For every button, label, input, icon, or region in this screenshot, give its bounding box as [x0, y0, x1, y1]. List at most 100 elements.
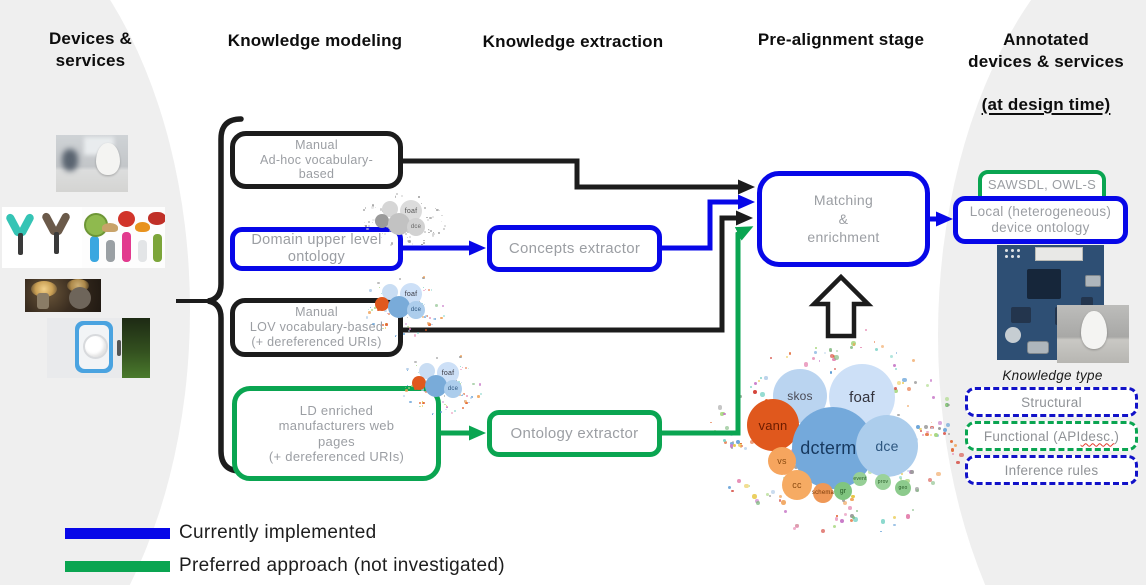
board-connector: [1035, 247, 1083, 261]
cloud-dot: [732, 443, 736, 447]
cloud-dot: [440, 316, 443, 320]
cloud-dot: [418, 372, 419, 374]
cloud-dot: [372, 222, 374, 224]
cloud-dot: [786, 356, 789, 359]
cloud-dot: [408, 327, 410, 329]
cloud-dot: [778, 494, 783, 499]
cloud-dot: [442, 228, 445, 231]
cloud-dot: [835, 350, 839, 353]
cloud-dot: [373, 306, 376, 309]
cloud-dot: [931, 396, 935, 400]
cloud-dot: [900, 472, 903, 475]
cloud-dot: [953, 443, 957, 447]
cloud-dot: [849, 513, 855, 519]
cloud-dot: [421, 243, 423, 246]
lamp-base: [69, 287, 91, 309]
cloud-dot: [832, 355, 835, 358]
cloud-dot: [730, 442, 734, 446]
cloud-dot: [894, 367, 898, 371]
cloud-dot: [920, 429, 923, 433]
cloud-dot: [893, 388, 898, 394]
cloud-dot: [462, 393, 464, 396]
cloud-dot: [381, 327, 383, 330]
cloud-dot: [419, 401, 422, 404]
cloud-dot: [737, 478, 741, 483]
cloud-dot: [930, 433, 933, 436]
cloud-dot: [416, 331, 419, 335]
cloud-dot: [445, 408, 448, 411]
cloud-dot: [382, 323, 385, 326]
cloud-dot: [930, 421, 933, 424]
legend-label-implemented: Currently implemented: [179, 522, 377, 543]
cloud-dot: [418, 405, 420, 408]
cloud-dot: [788, 352, 791, 355]
header-annotated-line2: (at design time): [981, 95, 1111, 114]
cloud-dot: [443, 225, 447, 228]
cloud-dot: [725, 426, 730, 431]
cloud-bubble-dce: dce: [407, 218, 425, 236]
cloud-dot: [445, 405, 447, 407]
cloud-dot: [382, 233, 384, 235]
cloud-dot: [380, 236, 383, 238]
cloud-dot: [760, 392, 765, 397]
cloud-dot: [944, 403, 947, 406]
cloud-dot: [718, 405, 723, 410]
cloud-dot: [438, 209, 441, 211]
board-pin: [1017, 249, 1020, 252]
cloud-dot: [424, 230, 426, 233]
cloud-dot: [381, 293, 382, 295]
cloud-dot: [437, 231, 440, 234]
cloud-dot: [720, 412, 724, 416]
cloud-dot: [755, 499, 759, 503]
cloud-dot: [423, 289, 425, 292]
cloud-dot: [730, 447, 733, 450]
cloud-dot: [430, 289, 433, 291]
header-pre-alignment-stage: Pre-alignment stage: [757, 30, 925, 49]
cloud-dot: [424, 391, 426, 393]
cloud-dot: [379, 208, 382, 211]
cloud-dot: [429, 317, 431, 319]
cloud-dot: [425, 315, 427, 317]
fork-tomato: [118, 211, 135, 227]
cloud-dot: [478, 383, 481, 386]
header-knowledge-modeling: Knowledge modeling: [227, 31, 403, 50]
cloud-dot: [429, 216, 432, 220]
cloud-dot: [395, 334, 398, 337]
cloud-dot: [406, 385, 408, 387]
cloud-dot: [395, 196, 397, 198]
cloud-dot: [432, 318, 435, 321]
cloud-dot: [811, 356, 816, 361]
box-inference-rules: Inference rules: [965, 455, 1138, 485]
cloud-dot: [907, 469, 910, 473]
cloud-dot: [795, 523, 800, 528]
cloud-dot: [382, 327, 384, 329]
cloud-dot: [395, 192, 398, 195]
cloud-dot: [428, 231, 430, 234]
cloud-bubble-vann: vann: [747, 399, 799, 451]
cloud-dot: [919, 427, 922, 431]
cloud-dot: [409, 400, 412, 404]
cloud-bubble-geo: geo: [895, 480, 911, 496]
box-manual-adhoc: Manual Ad-hoc vocabulary- based: [230, 131, 403, 189]
cloud-dot: [464, 367, 467, 370]
cloud-dot: [371, 204, 375, 207]
cloud-dot: [892, 363, 897, 367]
cloud-dot: [753, 381, 757, 385]
cloud-dot: [423, 242, 425, 244]
cloud-dot: [821, 529, 826, 534]
cloud-dot: [465, 401, 468, 405]
cloud-dot: [898, 475, 902, 479]
cloud-dot: [829, 353, 834, 358]
cloud-dot: [368, 311, 371, 314]
cloud-dot: [729, 444, 734, 448]
cloud-bubble: [375, 297, 389, 311]
cloud-dot: [407, 236, 409, 238]
cloud-dot: [384, 232, 387, 236]
cloud-dot: [843, 501, 848, 506]
cloud-dot: [906, 405, 909, 408]
cloud-dot: [409, 328, 411, 331]
cloud-dot: [750, 440, 755, 444]
fork-handle: [122, 232, 131, 262]
cloud-dot: [406, 316, 409, 319]
